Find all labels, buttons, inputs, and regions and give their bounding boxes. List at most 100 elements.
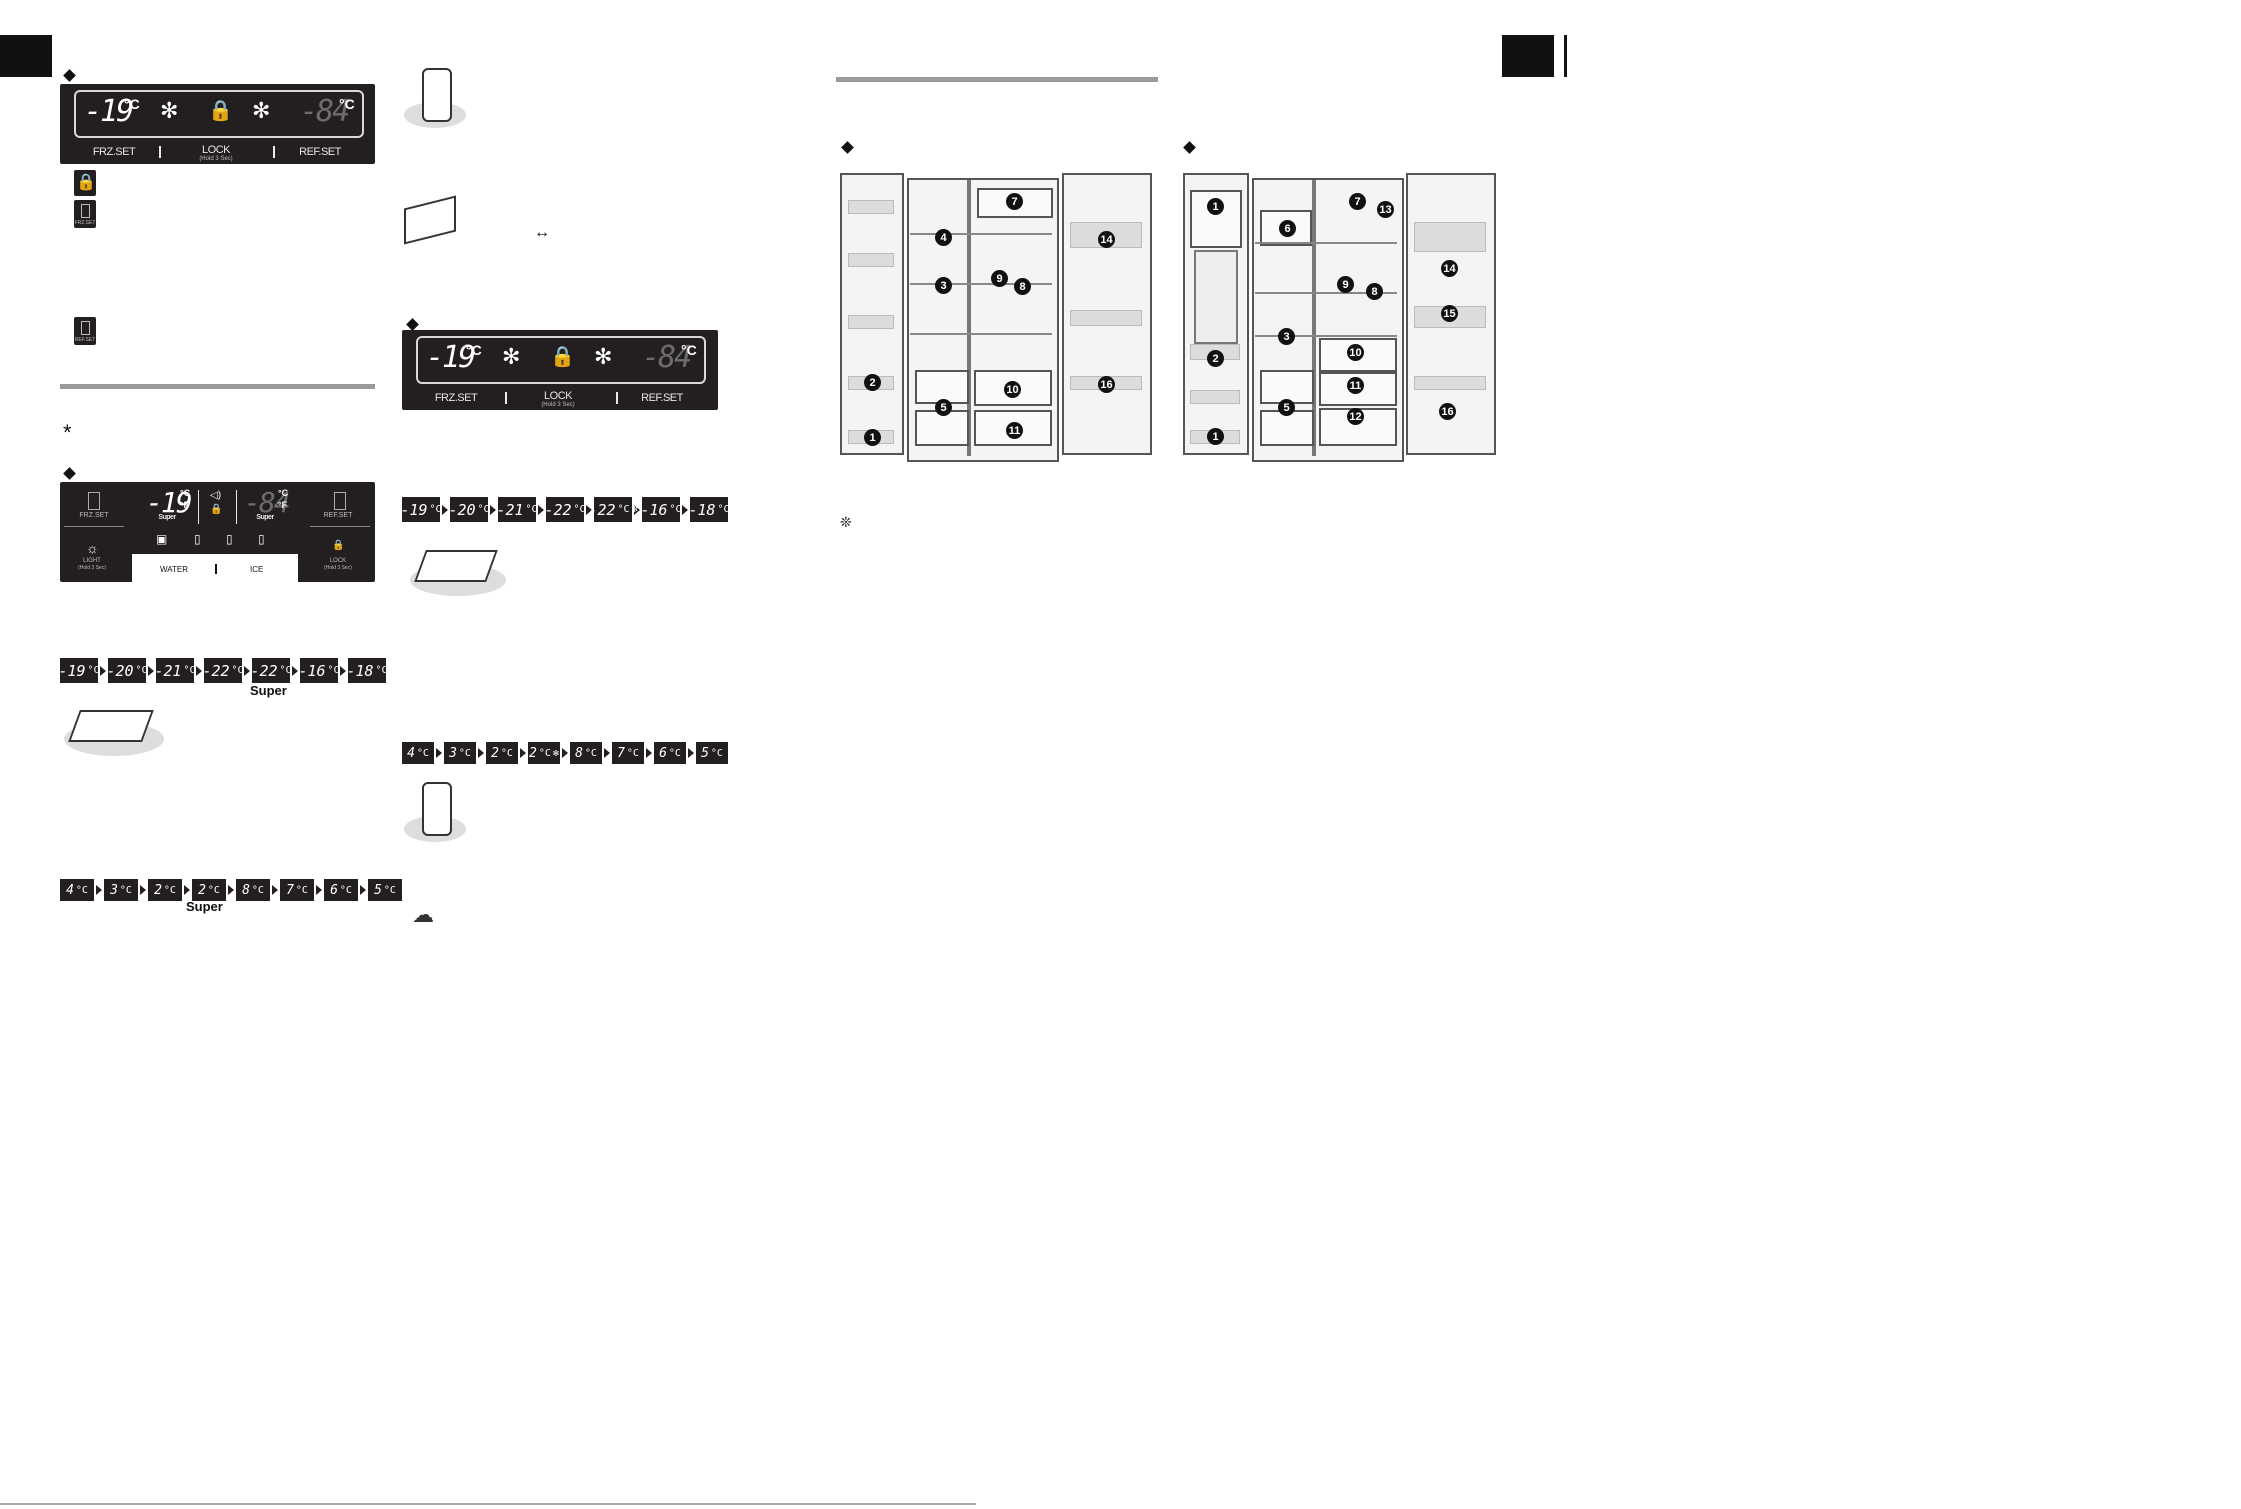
left-door	[840, 173, 904, 455]
temp-step-unit: °C	[119, 884, 132, 896]
temp-step-value: -16	[640, 500, 668, 519]
ref-set-button[interactable]: REF.SET	[641, 392, 683, 404]
callout-10: 10	[1004, 381, 1021, 398]
temp-step-unit: °C	[375, 665, 388, 676]
temp-step-unit: °C	[251, 884, 264, 896]
ref-set-key-label: REF.SET	[74, 337, 96, 343]
callout-11: 11	[1347, 377, 1364, 394]
storm-icon: ☁	[412, 902, 434, 927]
callout-7: 7	[1349, 193, 1366, 210]
callout-4: 4	[935, 229, 952, 246]
door-shelf	[848, 253, 894, 267]
divider	[198, 490, 199, 524]
super-label: Super	[250, 683, 287, 698]
temp-step-chip: 4°C	[402, 742, 434, 764]
temp-step-chip: 3°C	[444, 742, 476, 764]
super-cool-label: Super	[256, 514, 274, 521]
sequence-arrow-icon	[682, 504, 688, 515]
temp-step-unit: °C	[383, 884, 396, 896]
temp-step-chip: 4°C	[60, 879, 94, 901]
temp-step-unit: °C	[295, 884, 308, 896]
snowflake-icon: ✻	[631, 504, 638, 515]
temp-step-value: 2	[154, 882, 162, 898]
door-shelf	[1414, 376, 1486, 390]
temp-step-chip: -21°C	[496, 497, 538, 522]
cabinet-divider	[1312, 180, 1316, 456]
frz-set-key-icon: FRZ.SET	[74, 200, 96, 228]
temp-step-unit: °C	[87, 665, 100, 676]
ref-set-key[interactable]	[334, 492, 346, 510]
temp-step-chip: 7°C	[280, 879, 314, 901]
snow-mark: ❊	[840, 514, 852, 530]
sequence-arrow-icon	[196, 665, 202, 676]
sequence-arrow-icon	[96, 885, 102, 895]
sequence-arrow-icon	[520, 748, 526, 758]
temp-step-unit: °C	[339, 884, 352, 896]
door-shelf	[848, 315, 894, 329]
shelf-line	[910, 333, 1052, 335]
temp-step-value: 7	[617, 745, 625, 761]
sequence-arrow-icon	[184, 885, 190, 895]
snowflake-icon: ✻	[252, 98, 271, 123]
temp-step-unit: °C	[416, 747, 429, 759]
frz-set-button[interactable]: FRZ.SET	[434, 392, 478, 404]
ref-set-button[interactable]: REF.SET	[299, 146, 341, 158]
lock-button[interactable]: LOCK	[544, 390, 572, 402]
temp-step-unit: °C	[717, 504, 730, 515]
callout-13: 13	[1377, 201, 1394, 218]
frz-set-button[interactable]: FRZ.SET	[92, 146, 136, 158]
temp-step-chip: -21°C	[154, 658, 196, 683]
temp-step-unit: °C	[458, 747, 471, 759]
sequence-arrow-icon	[100, 665, 106, 676]
door-shelf	[848, 200, 894, 214]
ice-button[interactable]: ICE	[250, 565, 264, 574]
sequence-arrow-icon	[228, 885, 234, 895]
right-edge-line	[1564, 35, 1567, 77]
temp-step-unit: °C	[183, 665, 196, 676]
sequence-arrow-icon	[436, 748, 442, 758]
water-button[interactable]: WATER	[160, 565, 188, 574]
sequence-arrow-icon	[340, 665, 346, 676]
fridge-temp-display: -84	[244, 486, 291, 519]
temp-step-value: -20	[448, 500, 476, 519]
sequence-arrow-icon	[688, 748, 694, 758]
callout-9: 9	[1337, 276, 1354, 293]
temp-step-chip: 2°C	[148, 879, 182, 901]
callout-1: 1	[1207, 428, 1224, 445]
lock-hold-hint: (Hold 3 Sec)	[199, 156, 233, 162]
key-glyph	[81, 321, 90, 335]
lock-icon: 🔒	[76, 174, 96, 191]
temp-step-unit: °C	[626, 747, 639, 759]
frz-set-key[interactable]	[88, 492, 100, 510]
lock-button[interactable]: LOCK	[329, 558, 347, 564]
light-button[interactable]: LIGHT	[83, 558, 101, 564]
lock-icon: 🔒	[210, 504, 223, 515]
callout-5: 5	[1278, 399, 1295, 416]
temp-step-unit: °C	[668, 747, 681, 759]
callout-8: 8	[1014, 278, 1031, 295]
temp-step-unit: °C	[135, 665, 148, 676]
temp-step-unit: °C	[500, 747, 513, 759]
callout-14: 14	[1098, 231, 1115, 248]
lock-button[interactable]: LOCK	[202, 144, 230, 156]
shelf-line	[910, 233, 1052, 235]
section-rule	[836, 77, 1158, 82]
temp-step-value: -22	[250, 661, 278, 680]
snowflake-icon: ✻	[160, 98, 179, 123]
callout-3: 3	[1278, 328, 1295, 345]
sequence-arrow-icon	[634, 504, 640, 515]
control-panel-basic: -19 °C ✻ 🔒 ✻ -84 °C FRZ.SET LOCK (Hold 3…	[60, 84, 375, 164]
ref-set-key-icon: REF.SET	[74, 317, 96, 345]
freezer-temp-display: -19	[84, 94, 134, 129]
callout-2: 2	[864, 374, 881, 391]
temp-step-unit: °C	[538, 747, 551, 759]
bullet-diamond	[63, 467, 76, 480]
temp-step-value: 8	[242, 882, 250, 898]
snowflake-icon: ✻	[552, 747, 559, 759]
sequence-arrow-icon	[646, 748, 652, 758]
temp-step-chip: -20°C	[448, 497, 490, 522]
sequence-arrow-icon	[148, 665, 154, 676]
temp-step-chip: -20°C	[106, 658, 148, 683]
freezer-temp-display: -19	[426, 340, 476, 375]
